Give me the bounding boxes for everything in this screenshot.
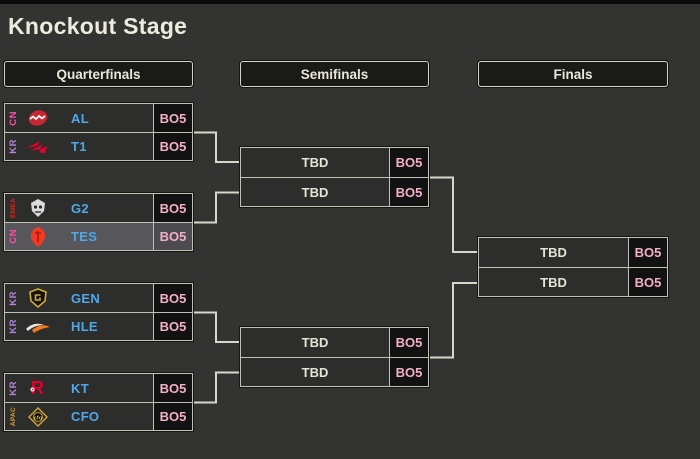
column-header-label: Finals — [553, 66, 593, 82]
hle-logo — [21, 313, 55, 340]
column-header-semifinals: Semifinals — [240, 61, 429, 87]
team-row-tes[interactable]: CN TES BO5 — [5, 222, 192, 250]
team-row-gen[interactable]: KR GEN BO5 — [5, 284, 192, 312]
region-tag: CN — [7, 229, 19, 244]
finals-slot-2[interactable]: TBD BO5 — [479, 267, 667, 296]
format-badge: BO5 — [389, 328, 428, 357]
sf-slot-4[interactable]: TBD BO5 — [241, 357, 428, 386]
team-name: TBD — [301, 155, 329, 170]
team-name: CFO — [71, 409, 100, 424]
format-badge: BO5 — [628, 238, 667, 267]
t1-logo — [21, 133, 55, 160]
team-row-al[interactable]: CN AL BO5 — [5, 104, 192, 132]
format-badge: BO5 — [153, 194, 192, 222]
column-header-label: Semifinals — [300, 66, 369, 82]
svg-text:cfo: cfo — [34, 415, 43, 421]
team-row-g2[interactable]: EMEA G2 BO5 — [5, 194, 192, 222]
format-badge: BO5 — [389, 358, 428, 386]
team-name: TBD — [540, 274, 567, 290]
qf-match-2: EMEA G2 BO5 CN TES BO5 — [4, 193, 193, 251]
sf-match-1: TBD BO5 TBD BO5 — [240, 147, 429, 207]
page-title: Knockout Stage — [8, 13, 188, 39]
team-name: AL — [71, 110, 89, 126]
cfo-logo: cfo — [21, 403, 55, 430]
region-tag: KR — [7, 380, 19, 396]
al-logo — [21, 104, 55, 132]
team-name: GEN — [71, 290, 101, 306]
g2-logo — [21, 194, 55, 222]
gen-logo — [21, 284, 55, 312]
team-name: TES — [71, 229, 98, 244]
region-tag: APAC — [9, 406, 17, 427]
tes-logo — [21, 223, 55, 250]
team-name: G2 — [71, 200, 89, 216]
team-name: TBD — [301, 364, 329, 380]
top-bar — [0, 0, 700, 4]
team-name: TBD — [301, 335, 329, 350]
finals-match: TBD BO5 TBD BO5 — [478, 237, 668, 297]
qf-match-4: KR R KT BO5 APAC cfo CFO BO5 — [4, 373, 193, 431]
region-tag: EMEA — [9, 198, 17, 218]
column-header-label: Quarterfinals — [56, 66, 141, 82]
team-name: KT — [71, 380, 89, 396]
team-row-cfo[interactable]: APAC cfo CFO BO5 — [5, 402, 192, 430]
sf-match-2: TBD BO5 TBD BO5 — [240, 327, 429, 387]
team-name: TBD — [301, 184, 329, 200]
qf-match-3: KR GEN BO5 KR HLE BO5 — [4, 283, 193, 341]
format-badge: BO5 — [153, 104, 192, 132]
sf-slot-3[interactable]: TBD BO5 — [241, 328, 428, 357]
kt-logo: R — [21, 374, 55, 402]
format-badge: BO5 — [389, 178, 428, 206]
format-badge: BO5 — [153, 133, 192, 160]
region-tag: KR — [7, 290, 19, 306]
format-badge: BO5 — [153, 313, 192, 340]
format-badge: BO5 — [153, 403, 192, 430]
format-badge: BO5 — [153, 284, 192, 312]
qf-match-1: CN AL BO5 KR T1 BO5 — [4, 103, 193, 161]
column-header-quarterfinals: Quarterfinals — [4, 61, 193, 87]
finals-slot-1[interactable]: TBD BO5 — [479, 238, 667, 267]
format-badge: BO5 — [628, 268, 667, 296]
sf-slot-1[interactable]: TBD BO5 — [241, 148, 428, 177]
team-row-hle[interactable]: KR HLE BO5 — [5, 312, 192, 340]
region-tag: KR — [7, 319, 19, 334]
svg-text:R: R — [31, 378, 44, 398]
region-tag: KR — [7, 139, 19, 154]
column-header-finals: Finals — [478, 61, 668, 87]
team-row-kt[interactable]: KR R KT BO5 — [5, 374, 192, 402]
region-tag: CN — [7, 110, 19, 126]
format-badge: BO5 — [153, 374, 192, 402]
sf-slot-2[interactable]: TBD BO5 — [241, 177, 428, 206]
team-name: HLE — [71, 319, 98, 334]
team-row-t1[interactable]: KR T1 BO5 — [5, 132, 192, 160]
team-name: TBD — [540, 245, 567, 260]
format-badge: BO5 — [153, 223, 192, 250]
format-badge: BO5 — [389, 148, 428, 177]
team-name: T1 — [71, 139, 87, 154]
